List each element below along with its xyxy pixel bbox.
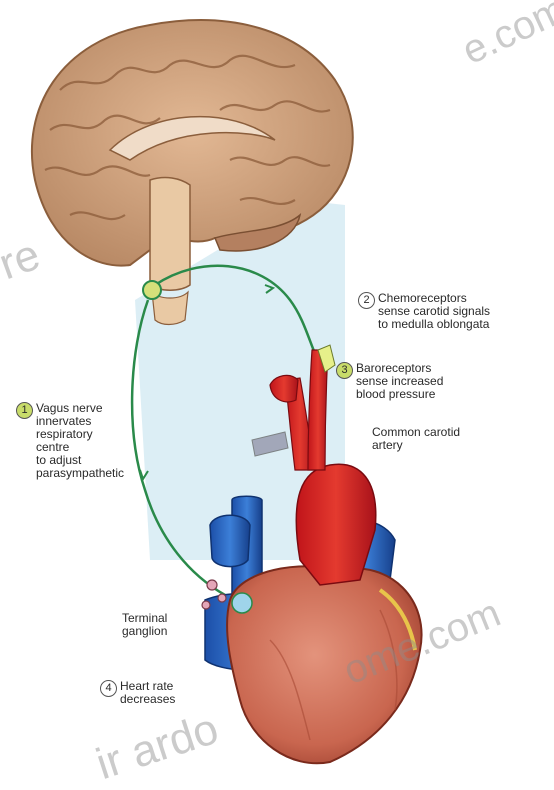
step1-number: 1 (16, 402, 33, 419)
label-common-carotid: Common carotid artery (372, 426, 522, 452)
label-terminal-ganglion: Terminal ganglion (122, 612, 202, 638)
ganglion-terminal (232, 593, 252, 613)
step4-text: Heart rate decreases (120, 680, 210, 706)
ganglion-brainstem (143, 281, 161, 299)
step2-number: 2 (358, 292, 375, 309)
step4-number: 4 (100, 680, 117, 697)
step3-number: 3 (336, 362, 353, 379)
step1-text: Vagus nerve innervates respiratory centr… (36, 402, 134, 480)
step3-text: Baroreceptors sense increased blood pres… (356, 362, 506, 401)
brainstem (150, 178, 190, 291)
step2-text: Chemoreceptors sense carotid signals to … (378, 292, 538, 331)
